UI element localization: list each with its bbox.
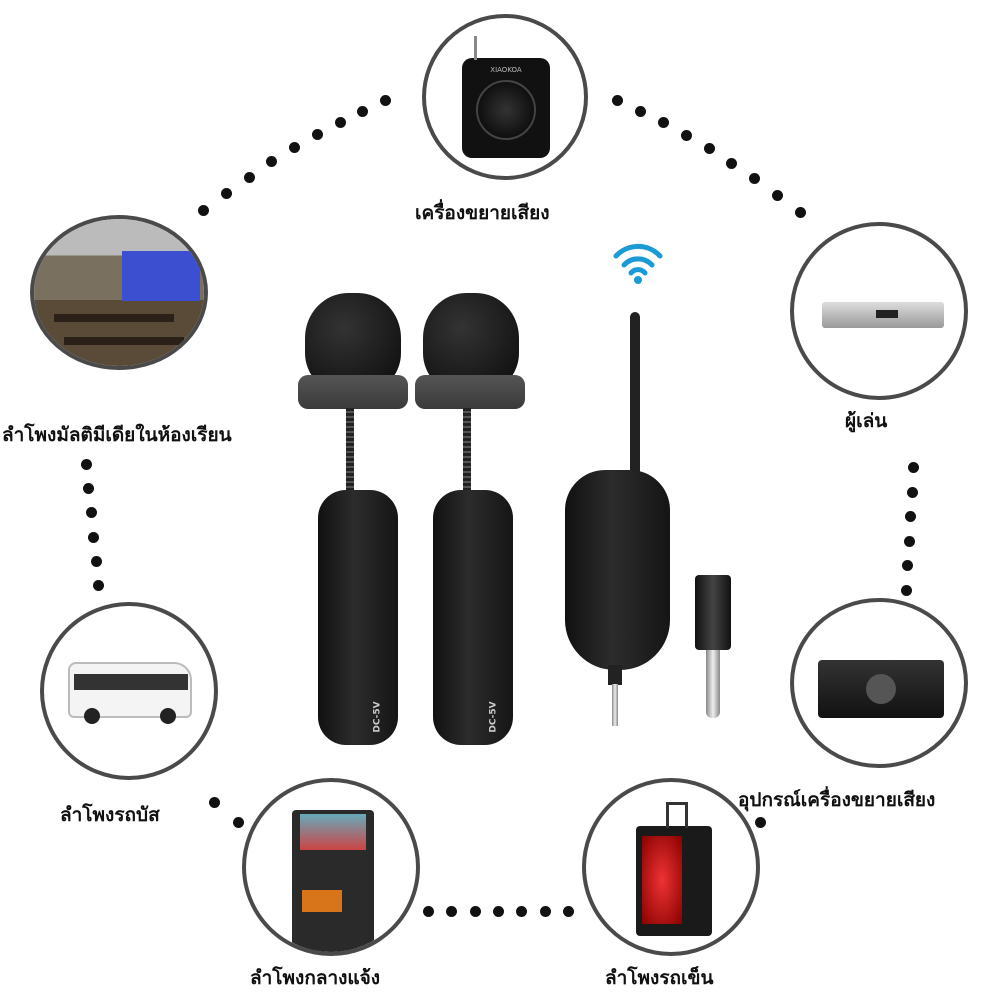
wifi-icon bbox=[613, 243, 663, 284]
connector-dot bbox=[703, 143, 715, 154]
connector-dot bbox=[493, 906, 504, 917]
connector-dot bbox=[83, 483, 95, 495]
av-receiver-image bbox=[818, 660, 944, 718]
classroom-image bbox=[34, 219, 204, 366]
dc-5v-label: DC-5V bbox=[488, 701, 499, 733]
label-classroom: ลำโพงมัลติมีเดียในห้องเรียน bbox=[2, 424, 232, 446]
connector-dot bbox=[906, 486, 918, 498]
connector-dot bbox=[289, 142, 300, 153]
trolley-circle bbox=[582, 778, 760, 956]
connector-dot bbox=[266, 156, 278, 168]
connector-dot bbox=[903, 535, 915, 547]
connector-dot bbox=[612, 95, 623, 106]
connector-dot bbox=[81, 459, 92, 470]
connector-dot bbox=[680, 129, 692, 141]
connector-dot bbox=[901, 585, 912, 596]
amplifier-circle: XIAOKOA bbox=[422, 14, 588, 180]
bus-circle bbox=[40, 602, 218, 780]
player-circle bbox=[790, 222, 968, 400]
connector-dot bbox=[233, 817, 244, 828]
connector-dot bbox=[243, 171, 255, 183]
connector-dot bbox=[446, 906, 458, 917]
dc-5v-label: DC-5V bbox=[372, 701, 383, 733]
connector-dot bbox=[795, 207, 806, 218]
connector-dot bbox=[908, 462, 919, 473]
connector-dot bbox=[380, 95, 391, 106]
connector-dot bbox=[209, 797, 220, 808]
connector-dot bbox=[749, 173, 761, 185]
trolley-speaker-image bbox=[636, 826, 712, 936]
classroom-circle bbox=[30, 215, 208, 370]
connector-dot bbox=[423, 906, 434, 917]
dvd-player-image bbox=[822, 302, 944, 328]
connector-dot bbox=[634, 105, 646, 117]
connector-dot bbox=[469, 906, 481, 917]
outdoor-circle bbox=[242, 778, 420, 956]
connector-dot bbox=[198, 205, 209, 216]
connector-dot bbox=[90, 555, 102, 567]
connector-dot bbox=[905, 511, 917, 523]
label-outdoor: ลำโพงกลางแจ้ง bbox=[250, 967, 381, 989]
connector-dot bbox=[902, 560, 914, 572]
amp-device-circle bbox=[790, 598, 968, 768]
label-amp-device: อุปกรณ์เครื่องขยายเสียง bbox=[738, 789, 936, 811]
speaker-brand: XIAOKOA bbox=[490, 66, 522, 74]
connector-dot bbox=[220, 188, 232, 200]
outdoor-speaker-image bbox=[292, 810, 374, 952]
bus-image bbox=[68, 662, 192, 724]
label-trolley: ลำโพงรถเข็น bbox=[605, 967, 714, 989]
connector-dot bbox=[516, 906, 528, 917]
connector-dot bbox=[755, 817, 766, 828]
connector-dot bbox=[334, 116, 346, 128]
connector-dot bbox=[563, 906, 574, 917]
connector-dot bbox=[539, 906, 551, 917]
connector-dot bbox=[772, 189, 784, 201]
label-player: ผู้เล่น bbox=[845, 410, 888, 432]
connector-dot bbox=[657, 117, 669, 129]
connector-dot bbox=[85, 507, 97, 519]
connector-dot bbox=[93, 580, 104, 591]
label-bus: ลำโพงรถบัส bbox=[60, 804, 160, 826]
connector-dot bbox=[726, 157, 738, 169]
connector-dot bbox=[357, 105, 369, 117]
connector-dot bbox=[311, 128, 323, 140]
connector-dot bbox=[88, 531, 100, 543]
label-amplifier: เครื่องขยายเสียง bbox=[415, 202, 550, 224]
portable-amplifier-image: XIAOKOA bbox=[462, 58, 550, 158]
